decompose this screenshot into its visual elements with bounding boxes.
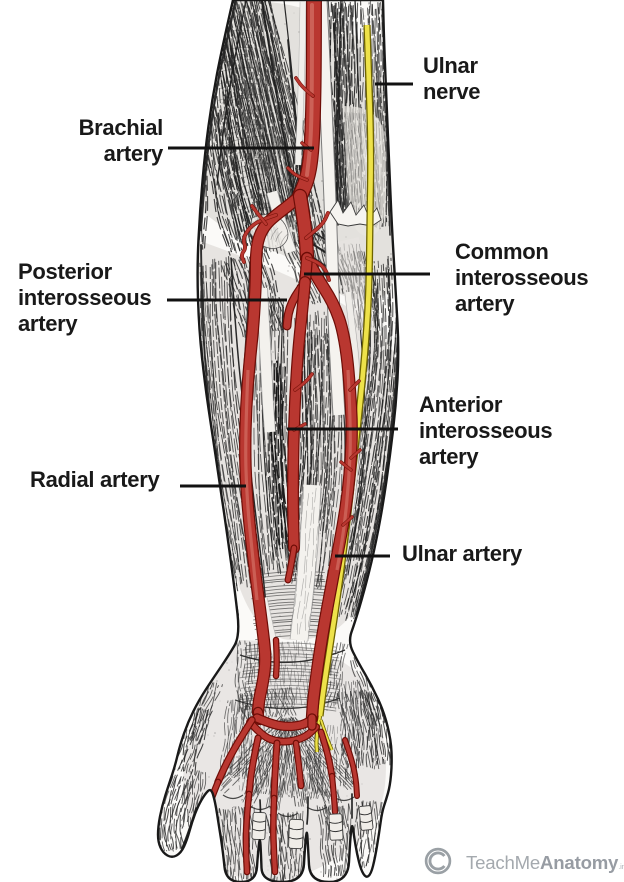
svg-text:TeachMeAnatomy.info: TeachMeAnatomy.info [466,852,624,873]
